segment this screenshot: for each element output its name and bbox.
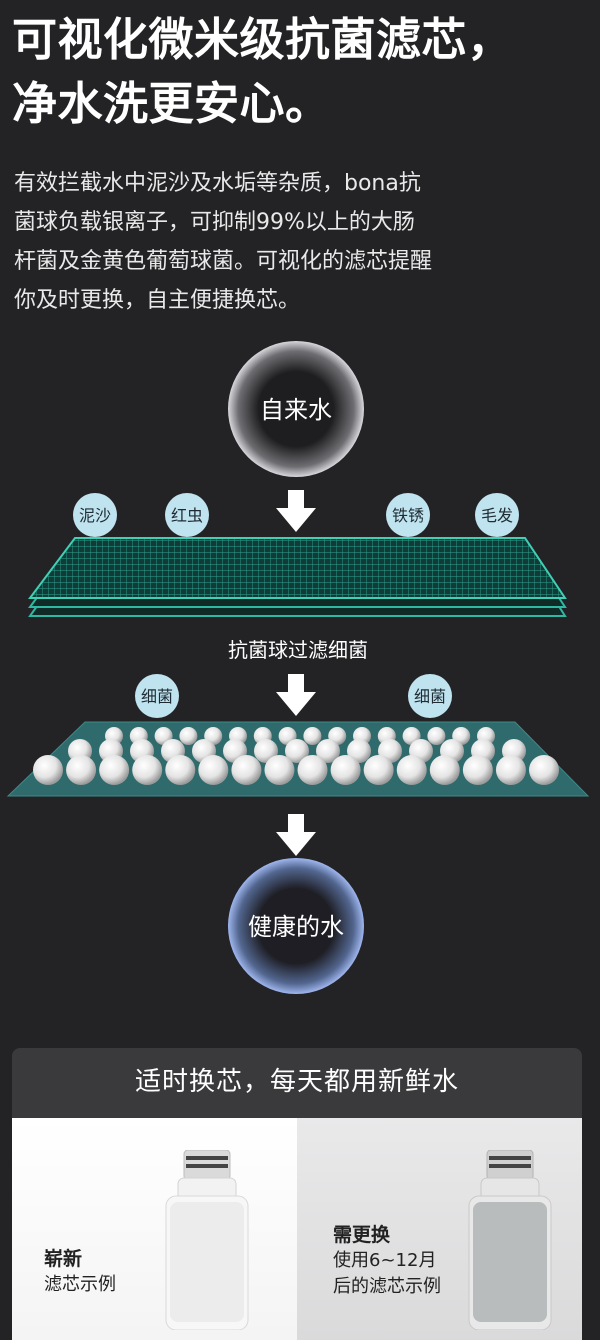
- new-filter-sub: 滤芯示例: [44, 1274, 116, 1295]
- filter-mesh-layers: [28, 537, 567, 617]
- antibacterial-ball: [297, 755, 328, 785]
- comparison-title: 适时换芯，每天都用新鲜水: [134, 1067, 459, 1097]
- filtration-diagram: 自来水 泥沙 红虫 铁锈 毛发 抗菌球过滤细菌 细菌 细菌: [6, 341, 590, 994]
- healthy-water-circle: 健康的水: [228, 858, 364, 994]
- antibacterial-ball: [316, 739, 340, 763]
- healthy-water-label: 健康的水: [248, 913, 344, 941]
- antibacterial-ball: [66, 755, 97, 785]
- antibacterial-ball: [33, 755, 63, 785]
- antibacterial-ball: [529, 755, 559, 785]
- down-arrow-icon: [276, 674, 316, 716]
- impurity-rust-label: 铁锈: [392, 506, 424, 525]
- ball-stage-label: 抗菌球过滤细菌: [228, 638, 368, 662]
- description-line: 有效拦截水中泥沙及水垢等杂质，bona抗: [14, 171, 421, 196]
- used-filter-cartridge: [468, 1150, 552, 1330]
- tap-water-label: 自来水: [260, 396, 332, 424]
- antibacterial-ball: [495, 755, 526, 785]
- antibacterial-ball: [462, 755, 493, 785]
- headline-line-1: 可视化微米级抗菌滤芯，: [12, 13, 513, 66]
- impurity-sand: 泥沙: [73, 493, 117, 537]
- impurity-rust: 铁锈: [386, 493, 430, 537]
- antibacterial-ball: [132, 755, 163, 785]
- antibacterial-ball: [396, 755, 427, 785]
- headline-line-2: 净水洗更安心。: [12, 77, 331, 130]
- tap-water-circle: 自来水: [228, 341, 364, 477]
- impurity-redworm-label: 红虫: [171, 506, 203, 525]
- headline: 可视化微米级抗菌滤芯， 净水洗更安心。: [12, 8, 592, 136]
- down-arrow-icon: [276, 814, 316, 856]
- antibacterial-ball: [231, 755, 262, 785]
- used-filter-panel: 需更换 使用6~12月 后的滤芯示例: [297, 1118, 582, 1340]
- antibacterial-ball: [99, 755, 130, 785]
- antibacterial-ball: [303, 727, 322, 745]
- antibacterial-balls: [33, 727, 559, 785]
- new-filter-panel: 崭新 滤芯示例: [12, 1118, 297, 1340]
- antibacterial-ball: [429, 755, 460, 785]
- impurity-redworm: 红虫: [165, 493, 209, 537]
- description: 有效拦截水中泥沙及水垢等杂质，bona抗 菌球负载银离子，可抑制99%以上的大肠…: [14, 164, 574, 320]
- description-line: 杆菌及金黄色葡萄球菌。可视化的滤芯提醒: [14, 249, 433, 274]
- antibacterial-ball: [427, 727, 446, 745]
- antibacterial-ball: [363, 755, 394, 785]
- antibacterial-ball: [179, 727, 198, 745]
- new-filter-cartridge: [165, 1150, 249, 1330]
- antibacterial-ball: [264, 755, 295, 785]
- antibacterial-ball: [198, 755, 229, 785]
- description-line: 菌球负载银离子，可抑制99%以上的大肠: [14, 210, 415, 235]
- bacteria-left: 细菌: [135, 674, 179, 718]
- antibacterial-ball: [165, 755, 196, 785]
- description-line: 你及时更换，自主便捷换芯。: [14, 288, 301, 313]
- used-filter-label: 需更换: [333, 1224, 391, 1246]
- new-filter-label: 崭新: [44, 1248, 83, 1270]
- impurity-sand-label: 泥沙: [79, 506, 111, 525]
- used-filter-sub-2: 后的滤芯示例: [333, 1276, 441, 1297]
- antibacterial-ball: [330, 755, 361, 785]
- impurity-hair: 毛发: [475, 493, 519, 537]
- bacteria-right-label: 细菌: [414, 687, 446, 706]
- used-filter-sub-1: 使用6~12月: [333, 1250, 437, 1271]
- bacteria-right: 细菌: [408, 674, 452, 718]
- bacteria-left-label: 细菌: [141, 687, 173, 706]
- antibacterial-ball: [285, 739, 309, 763]
- down-arrow-icon: [276, 490, 316, 532]
- filter-comparison: 适时换芯，每天都用新鲜水 崭新 滤芯示例 需更换 使用6~12月 后的滤芯示例: [12, 1048, 582, 1340]
- impurity-hair-label: 毛发: [481, 506, 513, 525]
